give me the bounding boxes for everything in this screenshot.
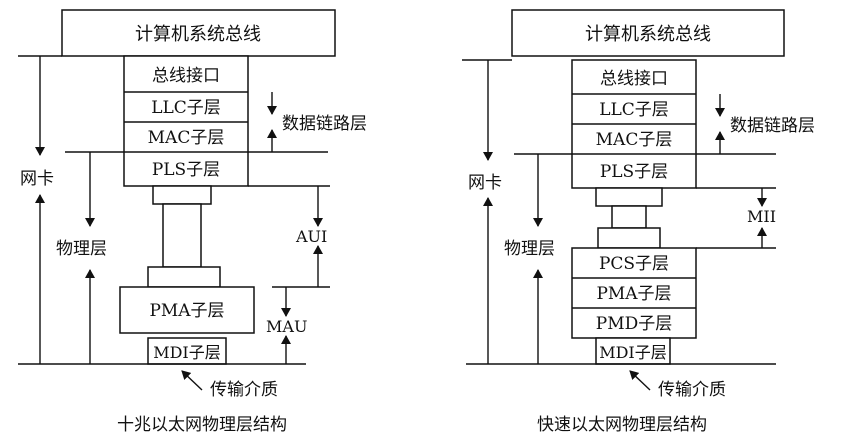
aui-connector-bottom: [147, 266, 221, 288]
system-bus-label-fast: 计算机系统总线: [585, 24, 711, 45]
layer-pls-fast: PLS子层: [600, 162, 668, 182]
mii-cable: [611, 205, 647, 229]
system-bus-label: 计算机系统总线: [135, 24, 261, 45]
layer-pcs: PCS子层: [599, 254, 669, 274]
phy-stack-box-fast: [571, 247, 697, 339]
physical-layer-label-fast: 物理层: [504, 239, 555, 259]
data-link-label: 数据链路层: [282, 114, 367, 134]
diagram-10m-ethernet: 计算机系统总线 总线接口 LLC子层 MAC子层 PLS子层 PMA子层 MDI…: [18, 9, 367, 435]
system-bus-box: [61, 9, 336, 57]
mii-connector-bottom: [597, 227, 661, 249]
mii-connector-top: [595, 187, 663, 207]
mii-label: MII: [747, 207, 776, 226]
layer-pmd: PMD子层: [596, 314, 672, 334]
layer-mac: MAC子层: [148, 128, 225, 148]
diagram-fast-ethernet: 计算机系统总线 总线接口 LLC子层 MAC子层 PLS子层 PCS子层 PMA…: [462, 9, 815, 435]
layer-llc: LLC子层: [151, 98, 221, 118]
layer-pma-fast: PMA子层: [596, 284, 671, 304]
layer-mdi-fast: MDI子层: [599, 343, 667, 362]
data-link-label-fast: 数据链路层: [730, 116, 815, 136]
system-bus-box-fast: [511, 9, 785, 57]
nic-label: 网卡: [20, 169, 54, 189]
layer-bus-interface: 总线接口: [152, 66, 220, 86]
physical-layer-label: 物理层: [56, 239, 107, 259]
aui-connector-top: [152, 185, 212, 205]
layer-mac-fast: MAC子层: [596, 130, 673, 150]
layer-pma: PMA子层: [149, 301, 224, 321]
layer-mdi: MDI子层: [153, 343, 221, 362]
medium-label: 传输介质: [210, 380, 278, 400]
aui-label: AUI: [295, 227, 327, 246]
aui-cable: [162, 203, 202, 268]
layer-llc-fast: LLC子层: [599, 100, 669, 120]
layer-pls: PLS子层: [152, 160, 220, 180]
nic-label-fast: 网卡: [468, 173, 502, 193]
layer-bus-interface-fast: 总线接口: [600, 69, 668, 89]
caption-10m: 十兆以太网物理层结构: [117, 415, 287, 435]
medium-label-fast: 传输介质: [658, 380, 726, 400]
caption-fast: 快速以太网物理层结构: [537, 415, 707, 435]
mau-label: MAU: [266, 317, 307, 336]
mac-stack-box: [123, 55, 249, 187]
pma-box: [119, 286, 255, 334]
